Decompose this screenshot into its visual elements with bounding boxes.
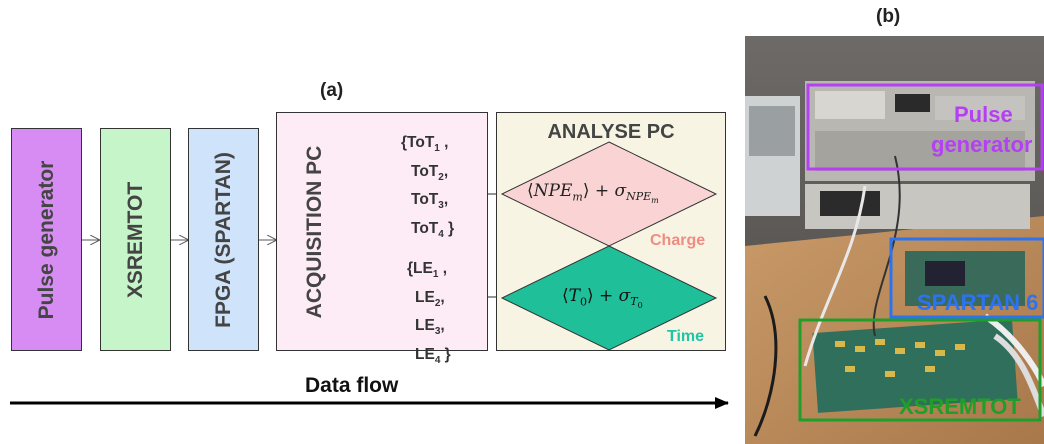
le-list: {LE1 , LE2, LE3, LE4 } xyxy=(407,258,451,372)
photo-spartan-box xyxy=(889,237,1044,319)
tot-item: ToT3, xyxy=(411,191,449,212)
acquisition-block: ACQUISITION PC xyxy=(276,112,488,351)
charge-formula: ⟨NPEm⟩ + σNPEm xyxy=(527,181,659,206)
photo-panel: Pulse generator SPARTAN 6 XSREMTOT xyxy=(745,36,1044,444)
xsremtot-block: XSREMTOT xyxy=(100,128,171,351)
fpga-label: FPGA (SPARTAN) xyxy=(211,151,235,328)
time-formula: ⟨T0⟩ + σT0 xyxy=(562,286,643,311)
pulse-generator-block: Pulse generator xyxy=(11,128,82,351)
photo-pulse-label-2: generator xyxy=(931,132,1033,157)
tot-item: {ToT1 , xyxy=(401,134,449,155)
photo-xsremtot-box xyxy=(798,318,1042,422)
photo-spartan-label: SPARTAN 6 xyxy=(917,290,1039,315)
tot-item: ToT2, xyxy=(411,162,449,183)
pulse-generator-label: Pulse generator xyxy=(34,160,58,319)
time-label: Time xyxy=(667,328,705,345)
time-diamond xyxy=(500,245,718,351)
panel-b-label: (b) xyxy=(876,6,901,27)
charge-label: Charge xyxy=(650,232,706,249)
tot-list: {ToT1 , ToT2, ToT3, ToT4 } xyxy=(401,132,454,246)
le-item: LE3, xyxy=(415,317,445,338)
analyse-title: ANALYSE PC xyxy=(547,121,675,143)
fpga-block: FPGA (SPARTAN) xyxy=(188,128,259,351)
xsremtot-label: XSREMTOT xyxy=(123,181,147,298)
le-item: LE2, xyxy=(415,288,445,309)
tot-item: ToT4 } xyxy=(411,219,455,240)
data-flow-label: Data flow xyxy=(305,374,399,397)
photo-xsremtot-label: XSREMTOT xyxy=(899,394,1021,419)
le-item: {LE1 , xyxy=(407,260,448,281)
le-item: LE4 } xyxy=(415,345,451,366)
acquisition-label: ACQUISITION PC xyxy=(303,145,326,318)
photo-pulse-box xyxy=(806,83,1044,171)
panel-a-label: (a) xyxy=(320,80,344,101)
photo-pulse-label-1: Pulse xyxy=(954,102,1013,127)
photo-illustration xyxy=(745,36,1044,444)
analyse-diamonds xyxy=(500,141,718,351)
